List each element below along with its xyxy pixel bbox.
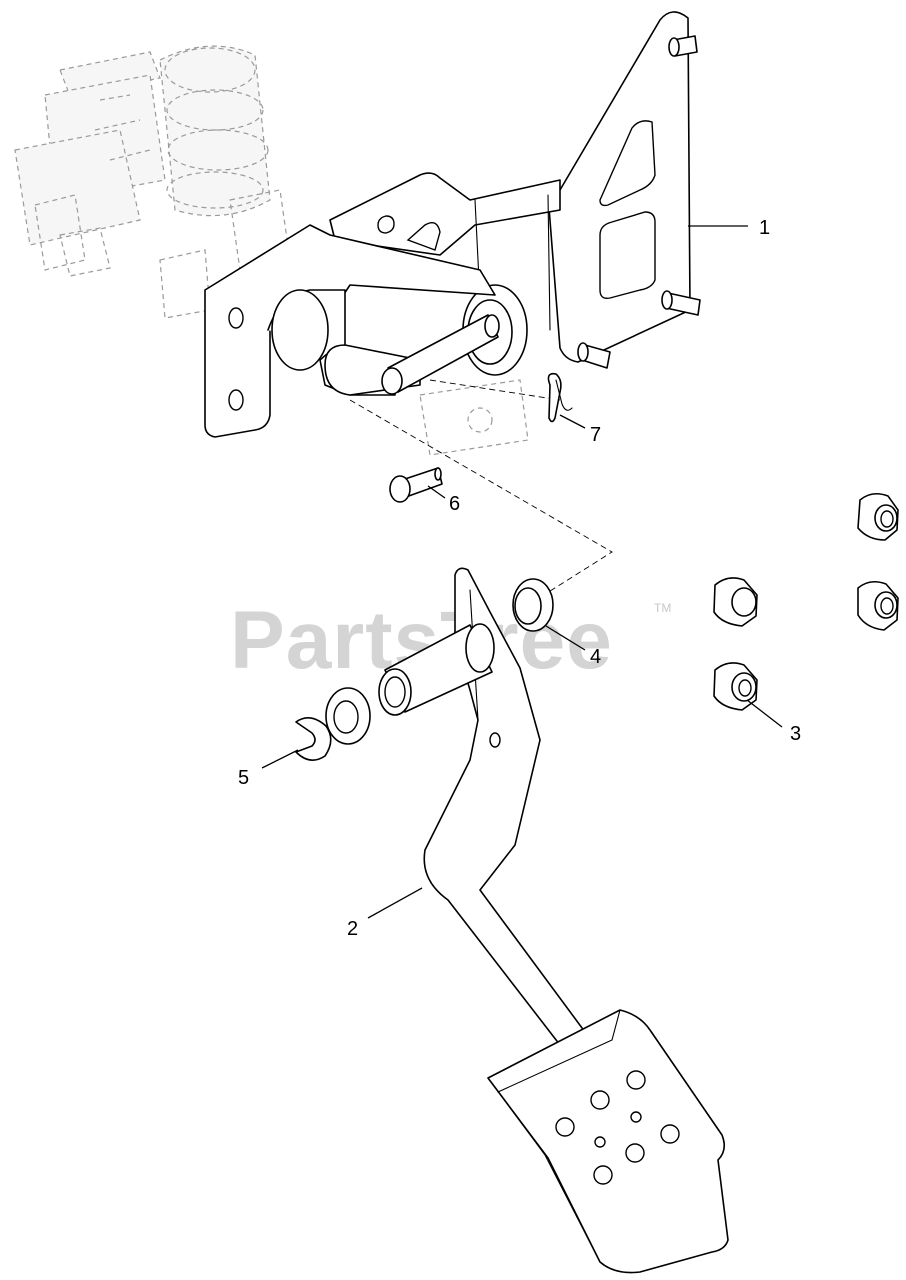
brake-pedal	[378, 567, 729, 1274]
callout-3: 3	[790, 723, 801, 745]
leader-lines	[261, 225, 783, 919]
bushing	[713, 577, 758, 627]
callout-2: 2	[347, 918, 358, 940]
assembly-lines	[349, 379, 613, 611]
callout-5: 5	[238, 767, 249, 789]
watermark-trademark: TM	[654, 601, 671, 615]
clevis-pin	[389, 467, 443, 503]
callout-1: 1	[759, 217, 770, 239]
bushing-group	[713, 492, 899, 711]
callout-6: 6	[449, 493, 460, 515]
bushing	[857, 492, 899, 541]
pedal-bracket	[204, 11, 701, 438]
callout-7: 7	[590, 424, 601, 446]
bushing	[857, 580, 899, 631]
callout-labels: 1 2 3 4 5 6 7	[238, 217, 801, 940]
hair-pin-clip	[547, 372, 573, 423]
flange-bushing	[512, 578, 554, 632]
flat-washer	[325, 687, 371, 745]
e-clip	[295, 717, 332, 761]
bushing	[713, 662, 758, 711]
callout-4: 4	[590, 646, 601, 668]
